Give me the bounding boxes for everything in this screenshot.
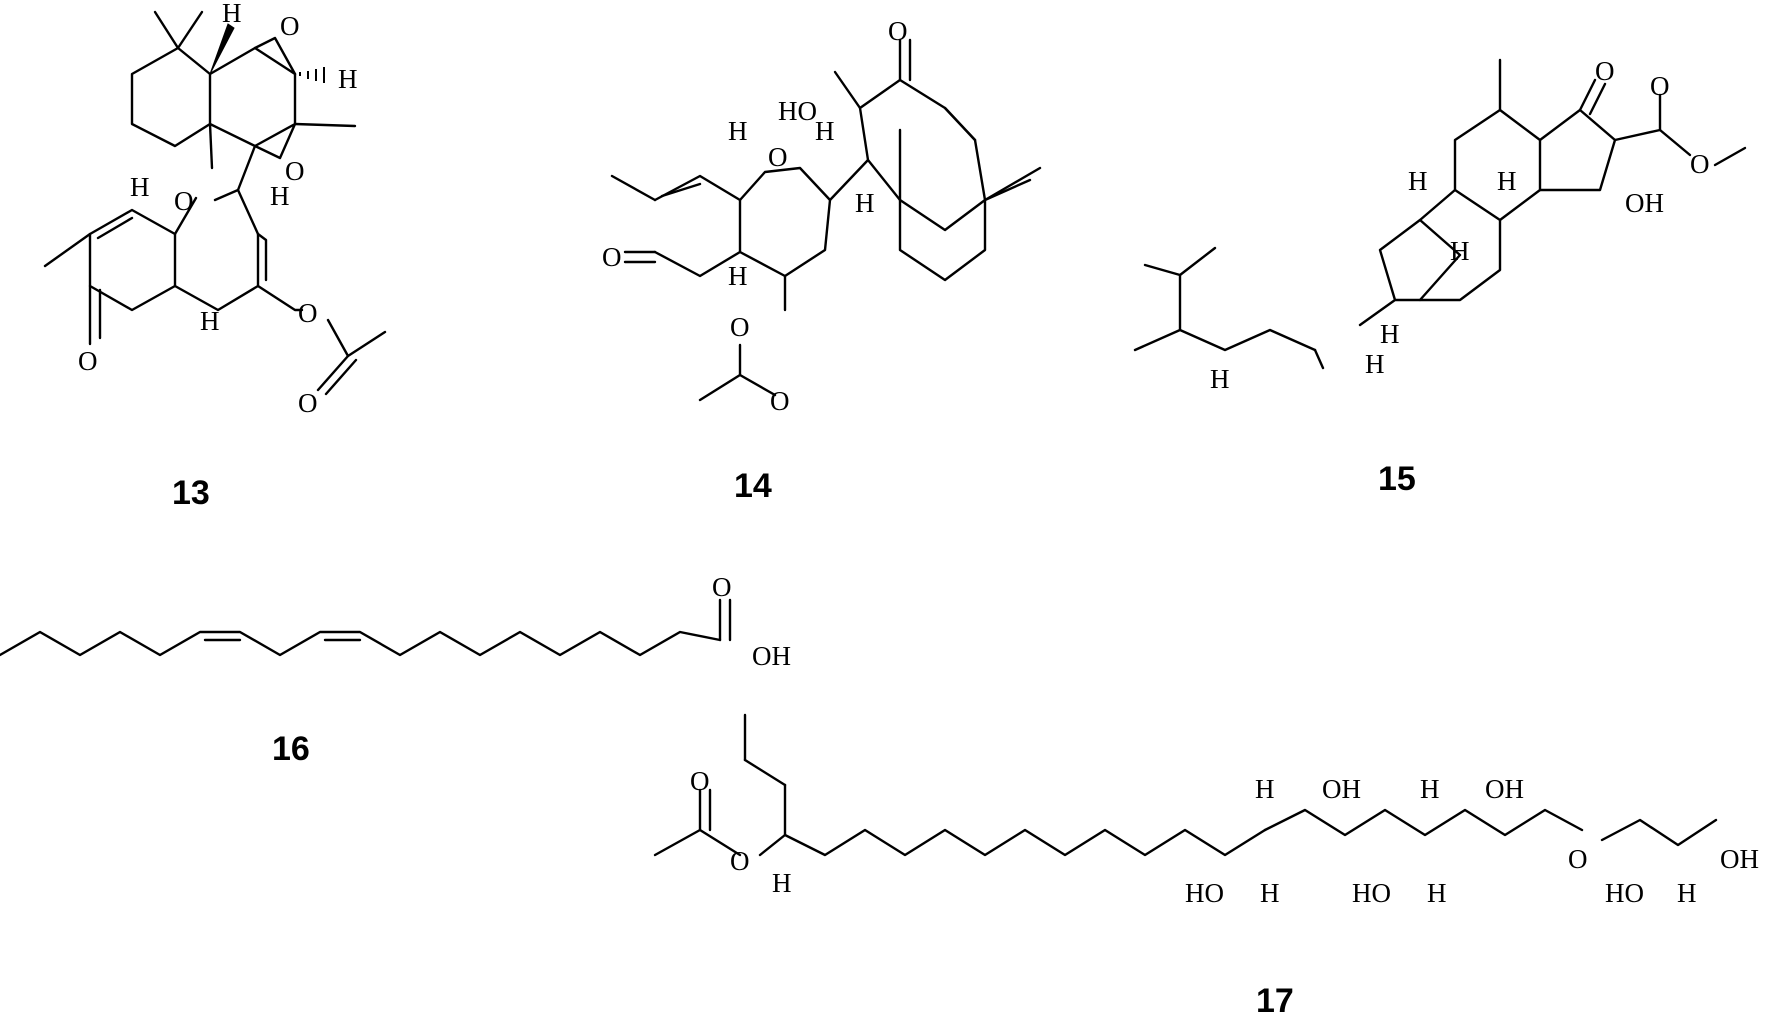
atom-H: H [200, 306, 220, 336]
compound-15: H H H H H H O O O OH [1133, 56, 1747, 394]
atom-O: O [174, 186, 194, 216]
atom-HO: HO [778, 96, 817, 126]
atom-H: H [1365, 349, 1385, 379]
atom-HO: HO [1352, 878, 1391, 908]
atom-O: O [1690, 149, 1710, 179]
compound-13: O O H H H O O H H O O [43, 0, 387, 418]
atom-O: O [298, 388, 318, 418]
atom-OH: OH [1322, 774, 1361, 804]
atom-O: O [602, 242, 622, 272]
atom-O: O [730, 312, 750, 342]
atom-H: H [130, 172, 150, 202]
atom-O: O [712, 572, 732, 602]
atom-H: H [1677, 878, 1697, 908]
atom-H: H [728, 261, 748, 291]
atom-O: O [770, 386, 790, 416]
atom-OH: OH [1720, 844, 1759, 874]
atom-HO: HO [1605, 878, 1644, 908]
atom-H: H [1260, 878, 1280, 908]
atom-O: O [768, 142, 788, 172]
atom-H: H [1450, 236, 1470, 266]
atom-H: H [815, 116, 835, 146]
atom-OH: OH [752, 641, 791, 671]
atom-H: H [1420, 774, 1440, 804]
atom-HO: HO [1185, 878, 1224, 908]
atom-O: O [78, 346, 98, 376]
atom-H: H [270, 181, 290, 211]
compound-label-13: 13 [172, 474, 210, 512]
atom-H: H [1408, 166, 1428, 196]
compound-label-17: 17 [1256, 982, 1294, 1017]
atom-H: H [222, 0, 242, 28]
atom-H: H [1255, 774, 1275, 804]
atom-H: H [338, 64, 358, 94]
atom-O: O [888, 16, 908, 46]
atom-O: O [1595, 56, 1615, 86]
atom-H: H [1497, 166, 1517, 196]
compound-label-15: 15 [1378, 460, 1416, 498]
compound-14: O O H H H O O HO O H [602, 16, 1042, 416]
atom-H: H [1380, 319, 1400, 349]
atom-O: O [690, 766, 710, 796]
atom-O: O [1568, 844, 1588, 874]
atom-H: H [1427, 878, 1447, 908]
atom-OH: OH [1485, 774, 1524, 804]
compound-17: O O H HO H H OH HO H H OH O HO H OH [653, 713, 1759, 908]
atom-H: H [728, 116, 748, 146]
atom-H: H [855, 188, 875, 218]
atom-O: O [730, 846, 750, 876]
compound-16: O OH [0, 572, 791, 671]
atom-H: H [1210, 364, 1230, 394]
atom-O: O [285, 156, 305, 186]
atom-O: O [280, 11, 300, 41]
atom-O: O [1650, 71, 1670, 101]
atom-O: O [298, 298, 318, 328]
atom-H: H [772, 868, 792, 898]
compound-label-14: 14 [734, 467, 772, 505]
atom-OH: OH [1625, 188, 1664, 218]
compound-label-16: 16 [272, 730, 310, 768]
